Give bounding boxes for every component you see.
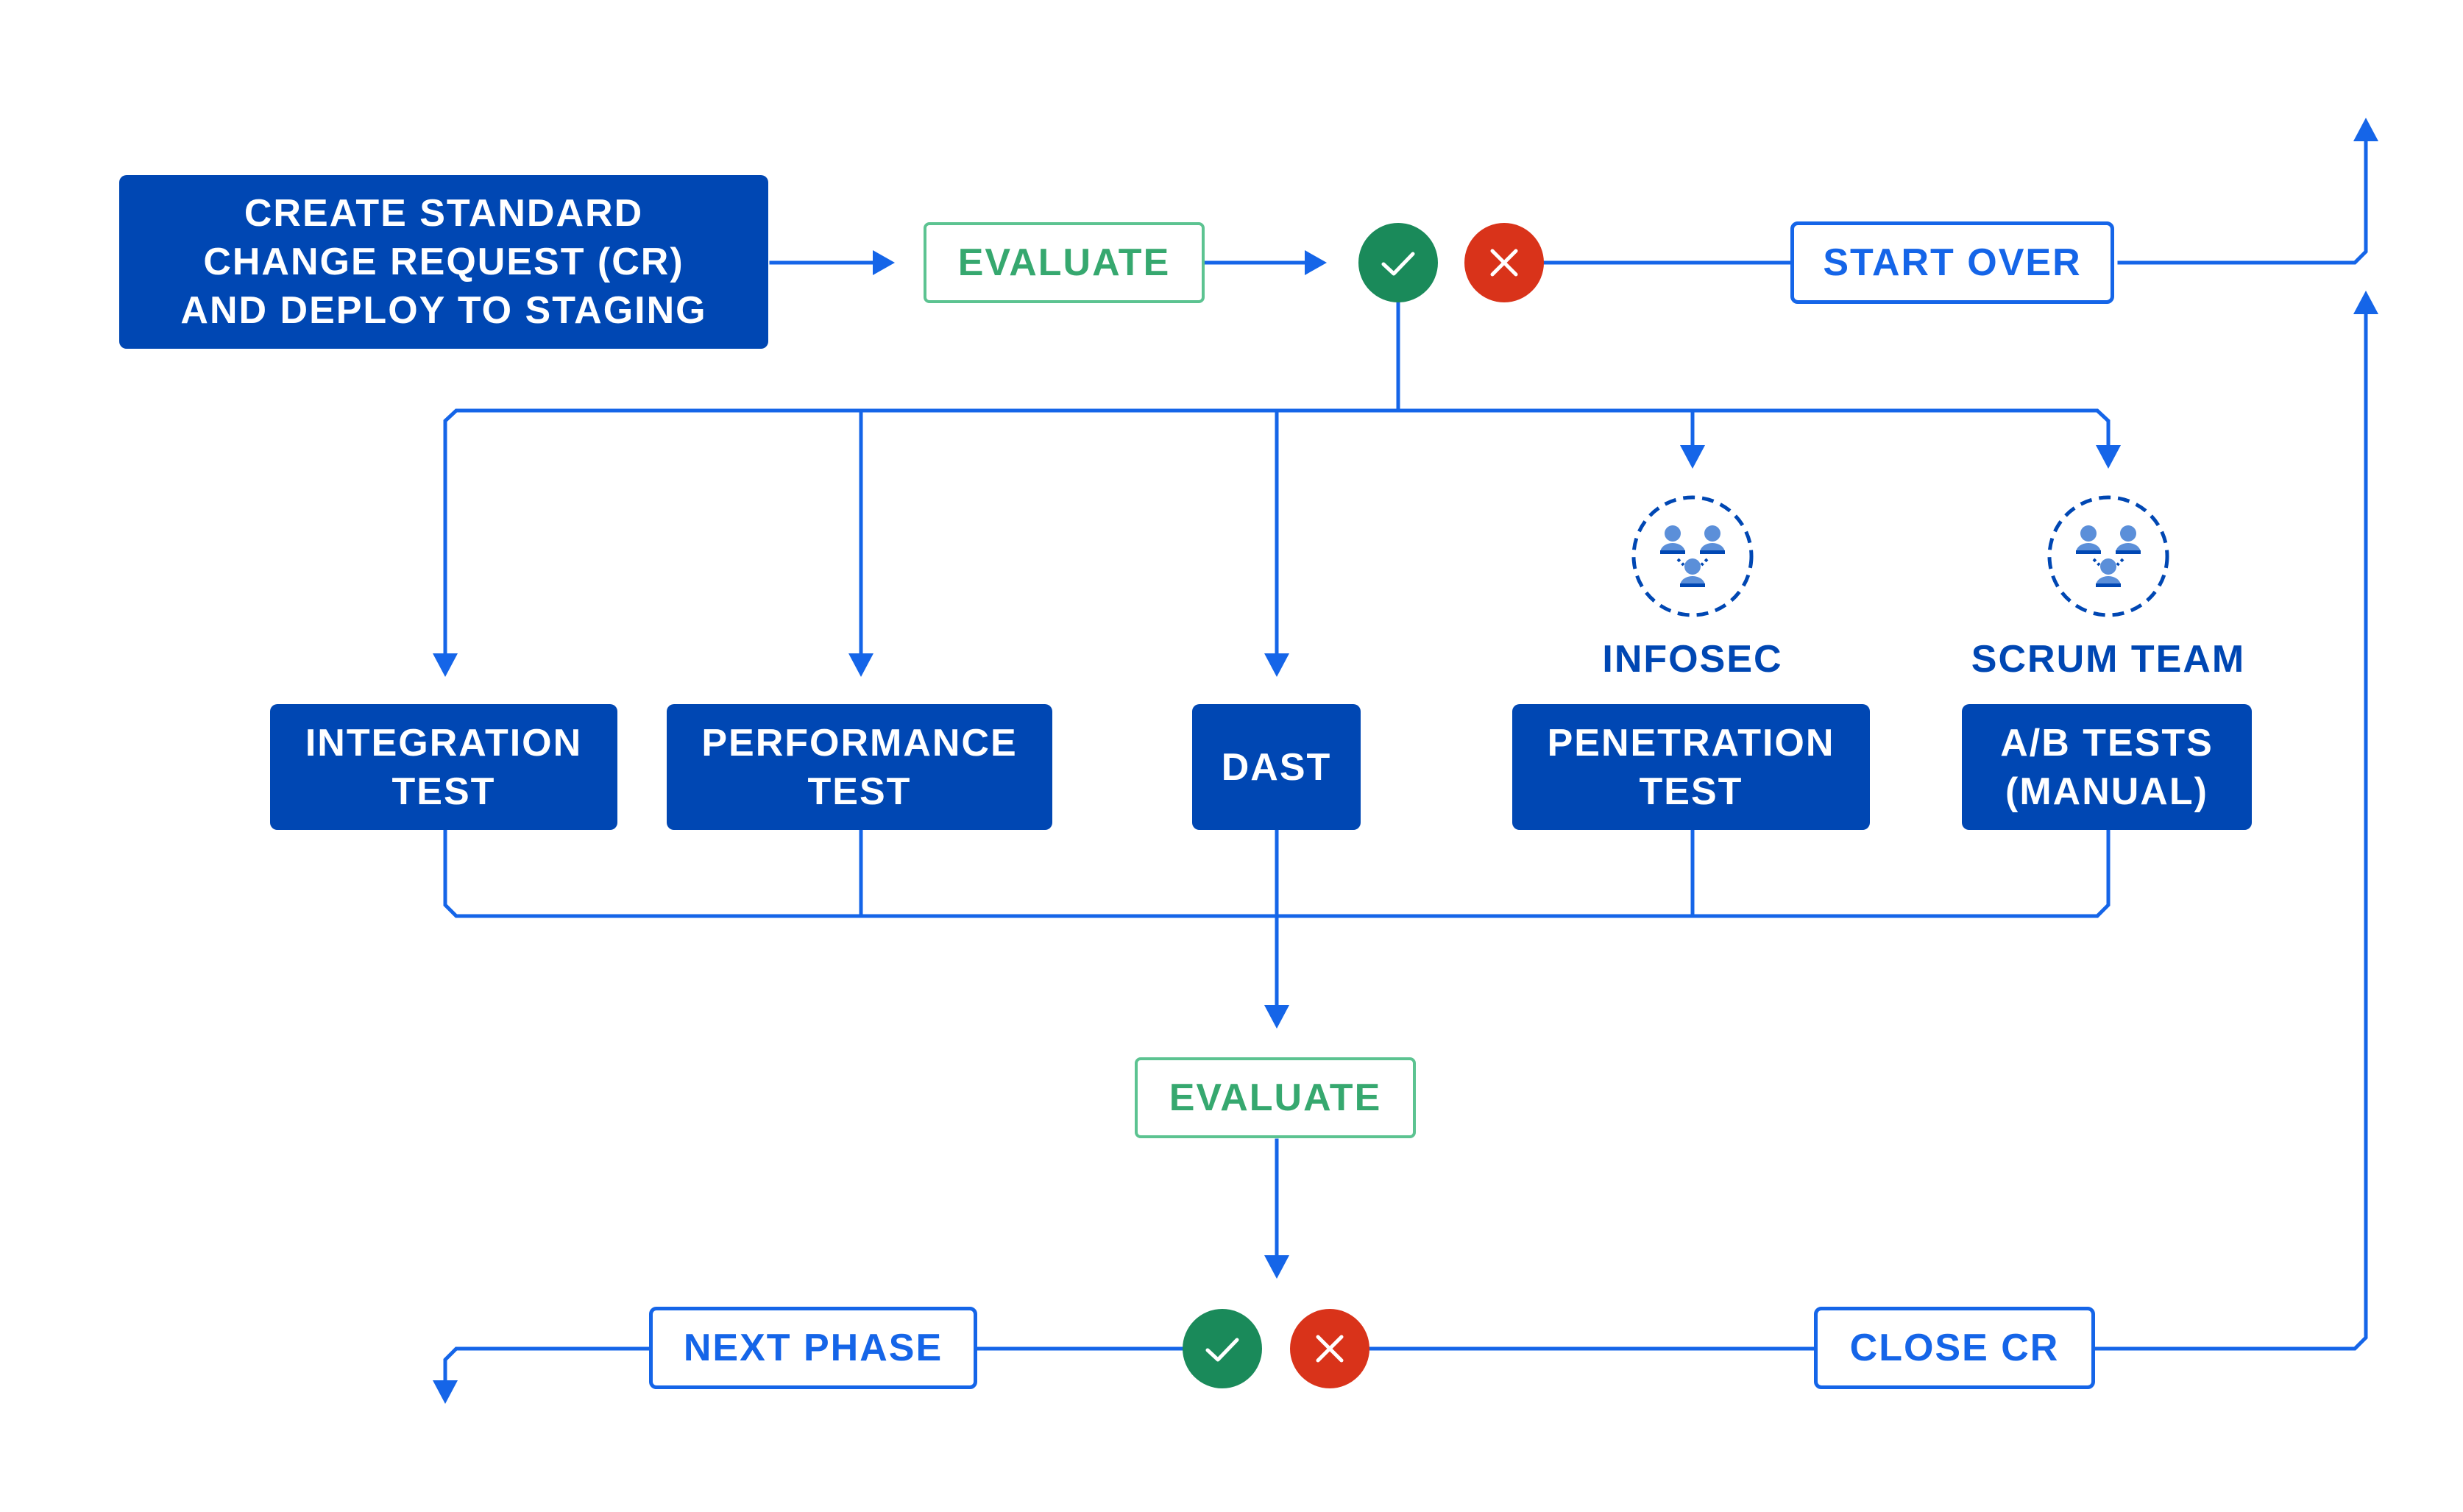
dast-label: DAST	[1221, 745, 1332, 789]
x-icon	[1464, 223, 1544, 302]
evaluate-bottom-box: EVALUATE	[1135, 1057, 1416, 1138]
performance-test-label: PERFORMANCE TEST	[701, 721, 1018, 813]
start-over-box: START OVER	[1790, 221, 2114, 304]
evaluate-top-label: EVALUATE	[957, 241, 1171, 284]
dast-box: DAST	[1192, 704, 1361, 830]
close-cr-box: CLOSE CR	[1814, 1307, 2095, 1389]
scrum-team-label: SCRUM TEAM	[1971, 638, 2246, 681]
close-cr-label: CLOSE CR	[1849, 1327, 2060, 1369]
penetration-test-label: PENETRATION TEST	[1547, 721, 1835, 813]
evaluate-bottom-label: EVALUATE	[1169, 1076, 1382, 1119]
integration-test-box: INTEGRATION TEST	[270, 704, 617, 830]
integration-test-label: INTEGRATION TEST	[305, 721, 583, 813]
create-cr-label: CREATE STANDARD CHANGE REQUEST (CR) AND …	[180, 192, 707, 332]
evaluate-top-box: EVALUATE	[924, 222, 1205, 303]
check-icon	[1358, 223, 1438, 302]
infosec-label: INFOSEC	[1602, 638, 1783, 681]
ab-tests-box: A/B TESTS (MANUAL)	[1962, 704, 2252, 830]
check-icon	[1183, 1309, 1262, 1388]
create-cr-box: CREATE STANDARD CHANGE REQUEST (CR) AND …	[119, 175, 768, 349]
scrum-team-icon	[2047, 495, 2169, 617]
next-phase-label: NEXT PHASE	[683, 1327, 943, 1369]
performance-test-box: PERFORMANCE TEST	[667, 704, 1052, 830]
next-phase-box: NEXT PHASE	[649, 1307, 977, 1389]
ab-tests-label: A/B TESTS (MANUAL)	[2000, 721, 2214, 813]
x-icon	[1290, 1309, 1369, 1388]
infosec-team-icon	[1631, 495, 1754, 617]
start-over-label: START OVER	[1823, 241, 2082, 284]
penetration-test-box: PENETRATION TEST	[1512, 704, 1870, 830]
